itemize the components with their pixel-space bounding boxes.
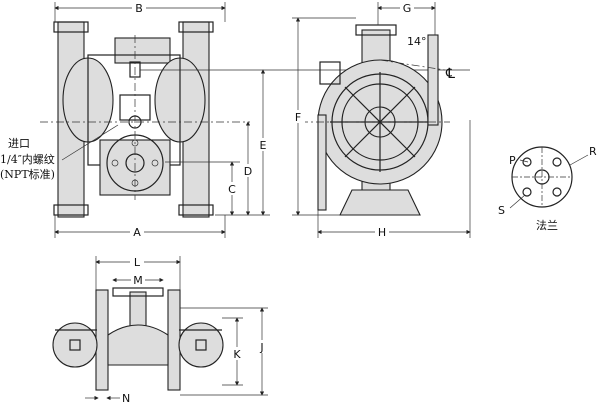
dimension-K: K	[233, 348, 241, 361]
dimension-B: B	[135, 2, 143, 15]
side-view	[300, 24, 450, 216]
dimension-P: P	[509, 154, 516, 167]
dimension-N: N	[122, 392, 130, 404]
angle-label: 14°	[407, 35, 427, 48]
dimension-R: R	[589, 145, 597, 158]
dimension-H: H	[378, 226, 386, 239]
inlet-label: 进口	[8, 137, 30, 150]
dimension-M: M	[133, 274, 143, 287]
flange-label: 法兰	[536, 218, 558, 232]
front-view	[40, 21, 470, 218]
inlet-standard-label: (NPT标准)	[0, 167, 55, 181]
dimension-L: L	[134, 256, 141, 269]
flange-view	[509, 146, 589, 209]
dimension-E: E	[260, 139, 267, 152]
dimension-A: A	[133, 226, 141, 239]
dimension-D: D	[244, 165, 252, 178]
dimension-G: G	[403, 2, 412, 15]
inlet-thread-label: 1/4″内螺纹	[0, 152, 55, 166]
dimension-C: C	[228, 183, 236, 196]
dimension-S: S	[498, 204, 505, 217]
dimension-F: F	[295, 111, 301, 124]
dimension-J: J	[259, 341, 263, 354]
centerline-symbol: ℄	[445, 66, 455, 82]
bottom-view	[52, 287, 224, 391]
